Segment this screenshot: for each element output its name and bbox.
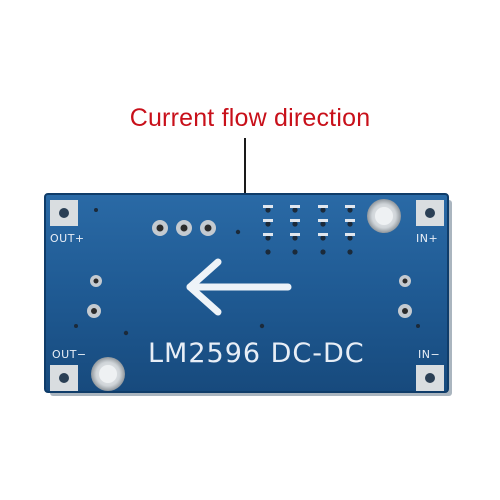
pin-label-out-minus: OUT− <box>52 348 87 361</box>
pin-label-in-minus: IN− <box>418 348 441 361</box>
via-grid <box>235 207 353 255</box>
pointer-line <box>244 138 246 226</box>
side-pads <box>74 208 420 336</box>
caption-text: Current flow direction <box>129 104 371 132</box>
left-arrow-icon <box>186 258 292 316</box>
corner-pads <box>50 200 444 391</box>
pcb-substrate <box>45 194 448 392</box>
pin-label-in-plus: IN+ <box>416 232 439 245</box>
pin-label-out-plus: OUT+ <box>50 232 85 245</box>
mounting-holes <box>91 199 401 391</box>
potentiometer-pads <box>152 220 216 236</box>
board-model-label: LM2596 DC-DC <box>148 338 365 369</box>
